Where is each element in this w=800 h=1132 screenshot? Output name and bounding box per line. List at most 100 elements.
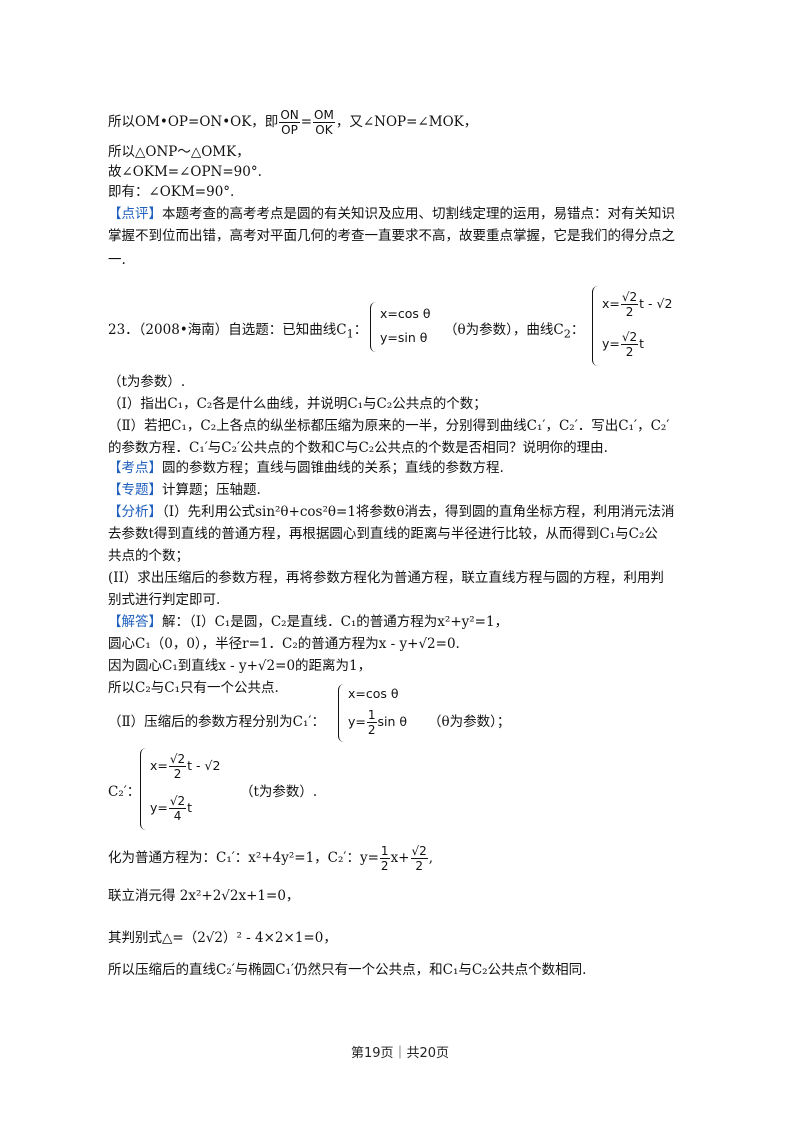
review-tag: 【点评】 <box>108 206 162 222</box>
zhuanti-line: 【专题】计算题；压轴题. <box>108 480 261 500</box>
equation-y: y=sin θ <box>380 330 428 345</box>
t-param-2: （t为参数）. <box>240 784 318 800</box>
equation-x: x=cos θ <box>348 686 399 701</box>
subscript: 1 <box>346 327 354 341</box>
text: （θ为参数），曲线C <box>444 322 564 338</box>
jieda-tag: 【解答】 <box>108 614 162 630</box>
text: , <box>428 850 434 866</box>
proof-line-2: 所以△ONP～△OMK， <box>108 144 250 160</box>
review-line-2: 掌握不到位而出错，高考对平面几何的考查一直要求不高，故要重点掌握，它是我们的得分… <box>108 228 675 244</box>
text: 所以OM•OP=ON•OK，即 <box>108 114 279 130</box>
jieda-line-8: 其判别式△=（2√2）² - 4×2×1=0， <box>108 930 337 946</box>
brace <box>338 684 345 742</box>
curve-c1-system: x=cos θ y=sin θ <box>370 302 450 354</box>
question-23-head: 23．（2008•海南）自选题：已知曲线C1： <box>108 320 367 345</box>
jieda-line-3: 因为圆心C₁到直线x - y+√2=0的距离为1， <box>108 658 372 674</box>
jieda-line-2: 圆心C₁（0，0），半径r=1．C₂的普通方程为x - y+√2=0. <box>108 636 460 652</box>
text: 圆的参数方程；直线与圆锥曲线的关系；直线的参数方程. <box>162 460 504 476</box>
denominator: 4 <box>173 809 182 823</box>
text: x= <box>150 758 168 773</box>
text: ，又∠NOP=∠MOK， <box>335 114 478 130</box>
fenxi-line-4: (II）求出压缩后的参数方程，再将参数方程化为普通方程，联立直线方程与圆的方程，… <box>108 570 664 586</box>
denominator: 2 <box>173 767 182 781</box>
proof-line-3: 故∠OKM=∠OPN=90°. <box>108 164 262 180</box>
numerator: √2 <box>168 752 187 767</box>
text: t <box>187 800 193 815</box>
numerator: ON <box>279 108 300 123</box>
text: y= <box>348 714 366 729</box>
theta-param-2: （θ为参数）； <box>428 714 511 730</box>
fenxi-line-2: 去参数t得到直线的普通方程，再根据圆心到直线的距离与半径进行比较，从而得到C₁与… <box>108 526 658 542</box>
text: x+ <box>390 850 410 866</box>
jieda-line-7: 联立消元得 2x²+2√2x+1=0， <box>108 888 300 904</box>
text: 23．（2008•海南）自选题：已知曲线C <box>108 322 347 338</box>
brace <box>592 286 599 366</box>
c2-prime-label: C₂′： <box>108 784 141 800</box>
denominator: OK <box>315 123 333 137</box>
text: 计算题；压轴题. <box>162 482 261 498</box>
text: y= <box>150 800 168 815</box>
numerator: 1 <box>366 708 377 723</box>
kaodian-line: 【考点】圆的参数方程；直线与圆锥曲线的关系；直线的参数方程. <box>108 458 504 478</box>
numerator: 1 <box>379 844 390 859</box>
part-1: （Ⅰ）指出C₁，C₂各是什么曲线，并说明C₁与C₂公共点的个数； <box>108 396 487 412</box>
proof-line-4: 即有：∠OKM=90°. <box>108 184 235 200</box>
part-2-line-2: 的参数方程．C₁′与C₂′公共点的个数和C与C₂公共点的个数是否相同？说明你的理… <box>108 440 608 456</box>
review-line-1: 【点评】本题考查的高考考点是圆的有关知识及应用、切割线定理的运用，易错点：对有关… <box>108 204 675 224</box>
text: （I）先利用公式sin²θ+cos²θ=1将参数θ消去，得到圆的直角坐标方程，利… <box>162 504 675 520</box>
denominator: OP <box>281 123 298 137</box>
part-2-line-1: （Ⅱ）若把C₁，C₂上各点的纵坐标都压缩为原来的一半，分别得到曲线C₁′，C₂′… <box>108 418 670 434</box>
brace <box>140 748 147 830</box>
zhuanti-tag: 【专题】 <box>108 482 162 498</box>
text: y= <box>602 336 620 351</box>
equation-x: x=cos θ <box>380 306 431 321</box>
jieda-line-9: 所以压缩后的直线C₂′与椭圆C₁′仍然只有一个公共点，和C₁与C₂公共点个数相同… <box>108 962 587 978</box>
fenxi-line-5: 别式进行判定即可. <box>108 592 221 608</box>
jieda-line-5: （Ⅱ）压缩后的参数方程分别为C₁′： <box>108 714 325 730</box>
jieda-line-1: 【解答】解：（Ⅰ）C₁是圆，C₂是直线．C₁的普通方程为x²+y²=1， <box>108 612 508 632</box>
text: 本题考查的高考考点是圆的有关知识及应用、切割线定理的运用，易错点：对有关知识 <box>162 206 675 222</box>
fenxi-tag: 【分析】 <box>108 504 162 520</box>
text: ： <box>570 322 585 338</box>
review-line-3: 一. <box>108 252 126 268</box>
t-param-text: （t为参数）. <box>108 374 186 390</box>
fenxi-line-1: 【分析】（I）先利用公式sin²θ+cos²θ=1将参数θ消去，得到圆的直角坐标… <box>108 502 675 522</box>
text: sin θ <box>377 714 408 729</box>
kaodian-tag: 【考点】 <box>108 460 162 476</box>
text: x= <box>602 296 620 311</box>
text: ： <box>353 322 368 338</box>
denominator: 2 <box>625 345 634 359</box>
denominator: 2 <box>367 723 376 737</box>
text: t - √2 <box>187 758 221 773</box>
numerator: OM <box>313 108 335 123</box>
numerator: √2 <box>620 290 639 305</box>
theta-param-text: （θ为参数），曲线C2： <box>444 320 584 345</box>
numerator: √2 <box>168 794 187 809</box>
equals: = <box>300 114 313 130</box>
numerator: √2 <box>620 330 639 345</box>
text: t <box>639 336 645 351</box>
subscript: 2 <box>563 327 571 341</box>
brace <box>370 302 377 352</box>
fenxi-line-3: 共点的个数； <box>108 548 189 564</box>
jieda-line-4: 所以C₂与C₁只有一个公共点. <box>108 680 279 696</box>
denominator: 2 <box>415 859 423 873</box>
text: t - √2 <box>639 296 673 311</box>
